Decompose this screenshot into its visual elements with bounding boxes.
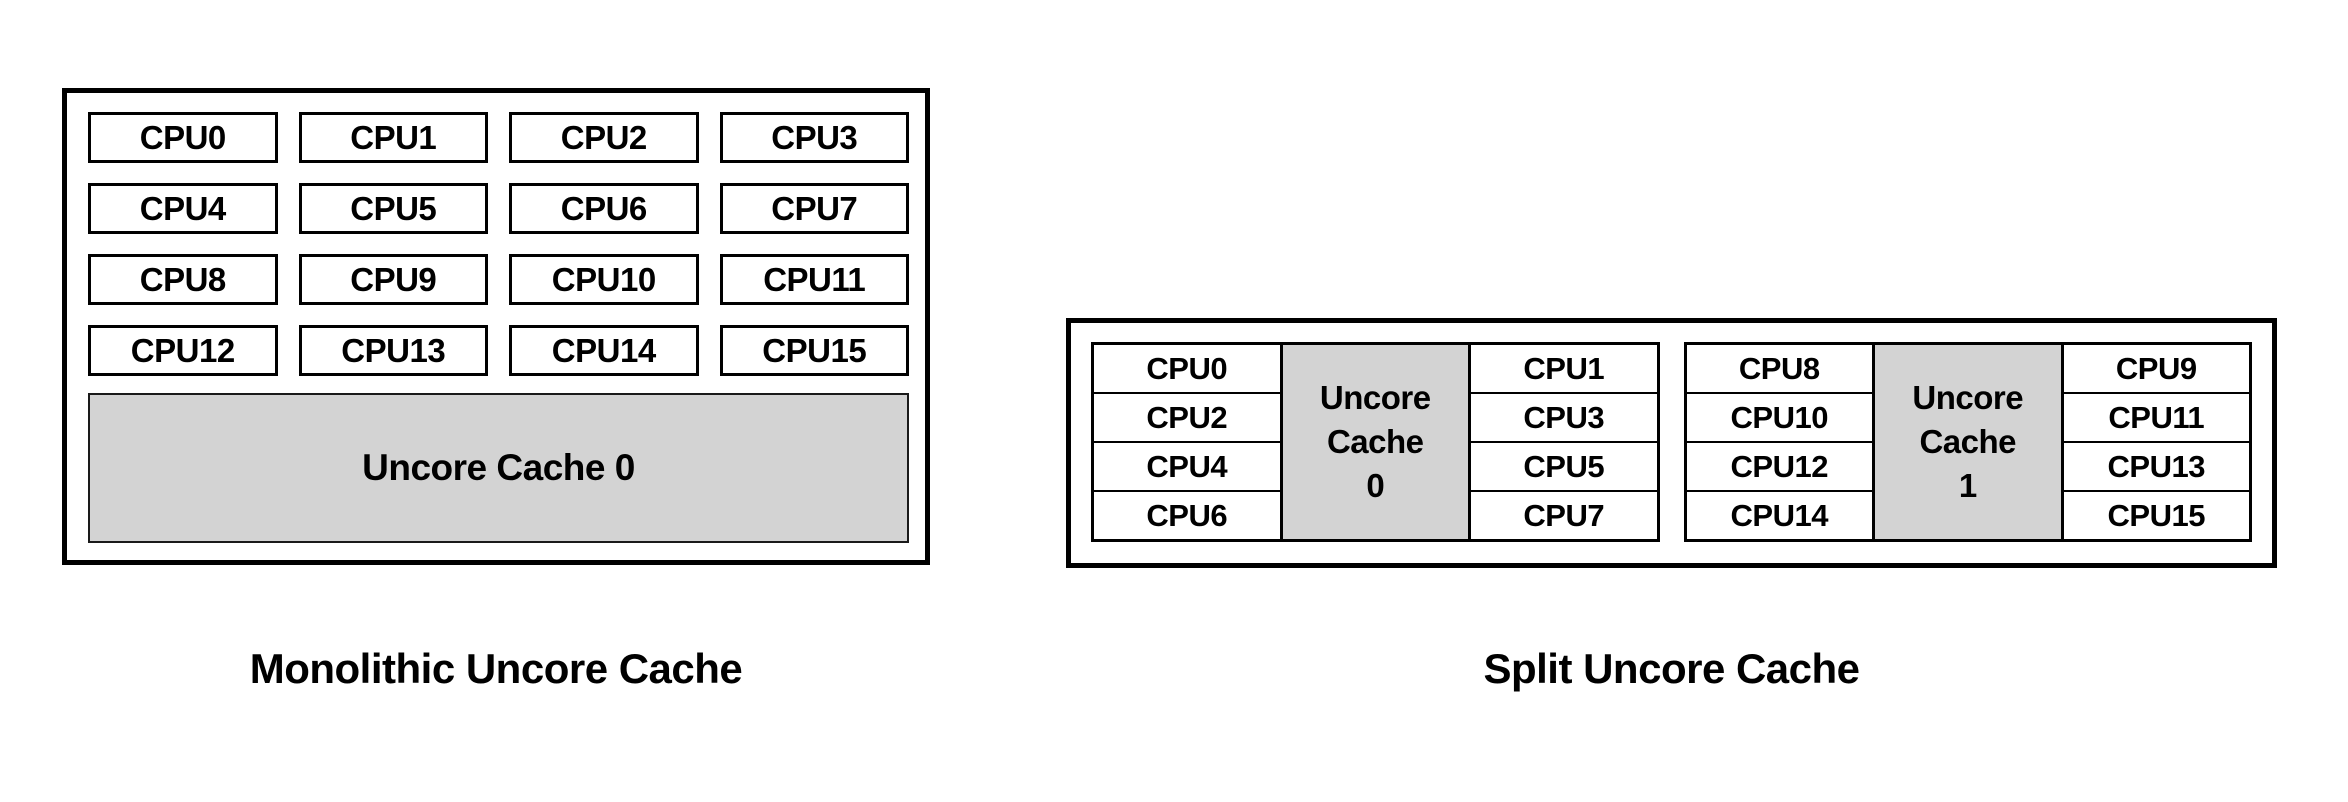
cpu-box-cpu5: CPU5 xyxy=(298,183,488,234)
cache-label-line: Cache xyxy=(1326,422,1424,460)
split-caption: Split Uncore Cache xyxy=(1483,645,1860,692)
cpu-box-cpu2: CPU2 xyxy=(509,112,699,163)
cpu-cell-cpu12: CPU12 xyxy=(1686,441,1872,490)
cpu-cell-cpu0: CPU0 xyxy=(1146,350,1228,386)
cpu-cell-cpu3: CPU3 xyxy=(1471,392,1657,441)
cpu-box-cpu10: CPU10 xyxy=(509,254,699,305)
monolithic-package-box: CPU0 CPU1 CPU2 CPU3 CPU4 CPU5 CPU6 CPU7 … xyxy=(62,88,930,565)
cpu-cell-cpu15: CPU15 xyxy=(2063,490,2249,539)
cpu-cell-cpu13: CPU13 xyxy=(2063,441,2249,490)
cpu-box-cpu7: CPU7 xyxy=(719,183,909,234)
cache-label-line: Uncore xyxy=(1912,378,2024,416)
monolithic-caption: Monolithic Uncore Cache xyxy=(249,645,743,692)
cpu-box-cpu8: CPU8 xyxy=(88,254,278,305)
monolithic-uncore-cache-box: Uncore Cache 0 xyxy=(88,393,909,543)
cpu-cell-cpu11: CPU11 xyxy=(2063,392,2249,441)
cache-label-line: Cache xyxy=(1919,422,2017,460)
split-cluster-1-left-column: CPU8 CPU10 CPU12 CPU14 xyxy=(1683,342,1875,542)
cpu-cell-cpu7: CPU7 xyxy=(1471,490,1657,539)
cpu-cell-cpu1: CPU1 xyxy=(1523,350,1605,386)
cpu-box-cpu4: CPU4 xyxy=(88,183,278,234)
cpu-box-cpu13: CPU13 xyxy=(298,325,488,376)
monolithic-cpu-grid: CPU0 CPU1 CPU2 CPU3 CPU4 CPU5 CPU6 CPU7 … xyxy=(88,112,909,376)
split-uncore-cache-0-box: Uncore Cache 0 xyxy=(1279,342,1471,542)
split-cluster-1-right-column: CPU9 CPU11 CPU13 CPU15 xyxy=(2060,342,2252,542)
cache-label-line: 1 xyxy=(1958,467,1977,505)
cpu-box-cpu15: CPU15 xyxy=(719,325,909,376)
cpu-box-cpu14: CPU14 xyxy=(509,325,699,376)
cpu-cell-cpu5: CPU5 xyxy=(1471,441,1657,490)
cpu-box-cpu1: CPU1 xyxy=(298,112,488,163)
cpu-box-cpu0: CPU0 xyxy=(88,112,278,163)
cpu-cell-cpu8: CPU8 xyxy=(1738,350,1820,386)
cpu-cell-cpu10: CPU10 xyxy=(1686,392,1872,441)
split-uncore-cache-1-box: Uncore Cache 1 xyxy=(1872,342,2064,542)
cpu-cell-cpu9: CPU9 xyxy=(2115,350,2197,386)
cpu-box-cpu9: CPU9 xyxy=(298,254,488,305)
cpu-cell-cpu14: CPU14 xyxy=(1686,490,1872,539)
split-cluster-0-left-column: CPU0 CPU2 CPU4 CPU6 xyxy=(1091,342,1283,542)
cpu-cell-cpu6: CPU6 xyxy=(1094,490,1280,539)
split-package-box: CPU0 CPU2 CPU4 CPU6 Uncore Cache 0 CPU1 … xyxy=(1066,318,2277,568)
cpu-cell-cpu4: CPU4 xyxy=(1094,441,1280,490)
cache-label-line: Uncore xyxy=(1319,378,1431,416)
cpu-box-cpu3: CPU3 xyxy=(719,112,909,163)
split-cluster-0-right-column: CPU1 CPU3 CPU5 CPU7 xyxy=(1468,342,1660,542)
split-cluster-0: CPU0 CPU2 CPU4 CPU6 Uncore Cache 0 CPU1 … xyxy=(1091,342,1660,542)
cache-label-line: 0 xyxy=(1366,467,1385,505)
cpu-box-cpu11: CPU11 xyxy=(719,254,909,305)
cpu-box-cpu12: CPU12 xyxy=(88,325,278,376)
split-cluster-1: CPU8 CPU10 CPU12 CPU14 Uncore Cache 1 CP… xyxy=(1683,342,2252,542)
cpu-box-cpu6: CPU6 xyxy=(509,183,699,234)
cpu-cell-cpu2: CPU2 xyxy=(1094,392,1280,441)
